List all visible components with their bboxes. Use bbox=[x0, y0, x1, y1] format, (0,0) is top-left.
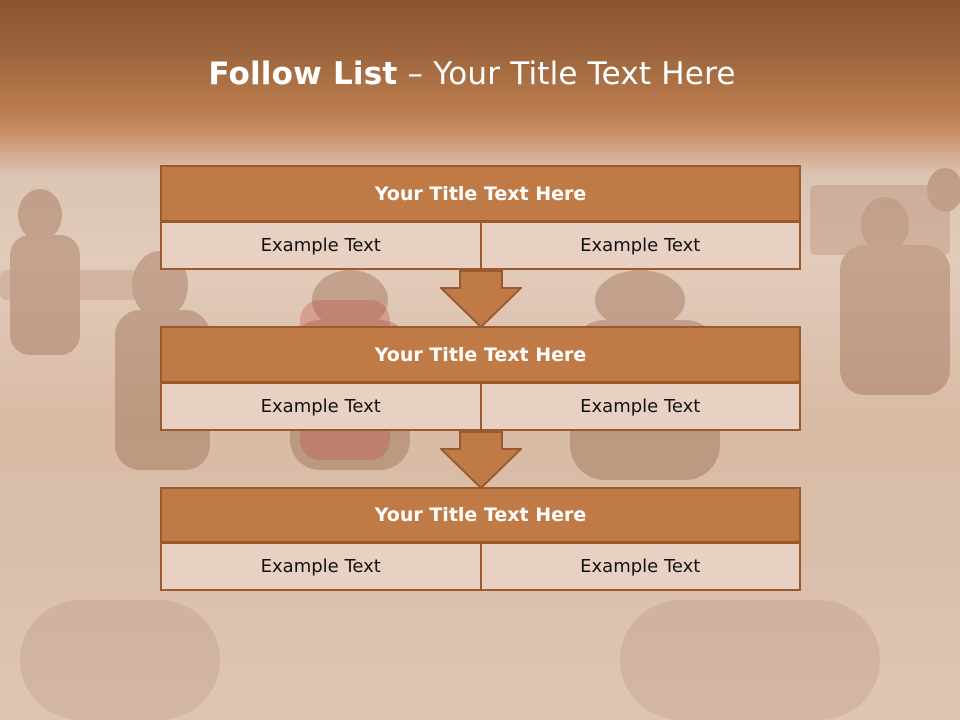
slide-title: Follow List – Your Title Text Here bbox=[0, 56, 944, 92]
step-cell-left: Example Text bbox=[160, 382, 482, 431]
step-cell-left: Example Text bbox=[160, 221, 482, 270]
slide-title-bold: Follow List bbox=[208, 56, 398, 92]
step-row: Example Text Example Text bbox=[160, 382, 801, 431]
step-block-2: Your Title Text Here Example Text Exampl… bbox=[160, 326, 801, 431]
step-title: Your Title Text Here bbox=[160, 326, 801, 383]
step-block-1: Your Title Text Here Example Text Exampl… bbox=[160, 165, 801, 270]
step-block-3: Your Title Text Here Example Text Exampl… bbox=[160, 487, 801, 591]
down-arrow-icon bbox=[440, 431, 522, 489]
step-row: Example Text Example Text bbox=[160, 542, 801, 591]
step-cell-left: Example Text bbox=[160, 542, 482, 591]
step-title: Your Title Text Here bbox=[160, 487, 801, 543]
step-cell-right: Example Text bbox=[479, 382, 801, 431]
step-title: Your Title Text Here bbox=[160, 165, 801, 222]
step-row: Example Text Example Text bbox=[160, 221, 801, 270]
step-cell-right: Example Text bbox=[479, 542, 801, 591]
slide-title-rest: – Your Title Text Here bbox=[397, 56, 736, 92]
down-arrow-icon bbox=[440, 270, 522, 328]
step-cell-right: Example Text bbox=[479, 221, 801, 270]
